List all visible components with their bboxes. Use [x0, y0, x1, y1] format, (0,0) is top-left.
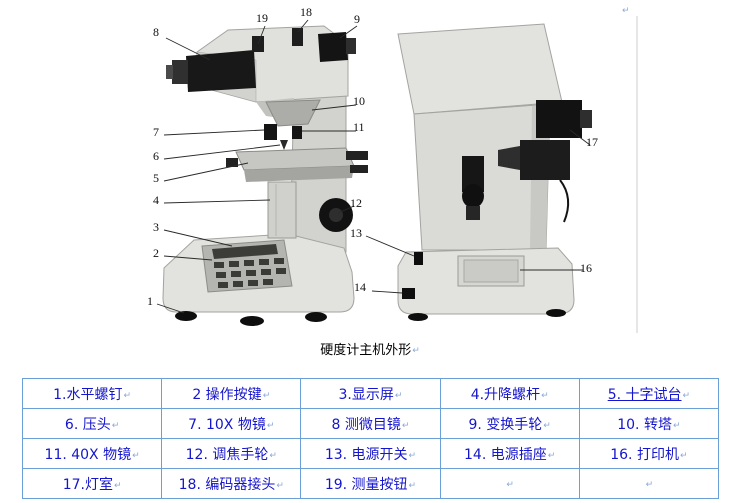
callout-7: 7 — [153, 125, 159, 139]
cell-paragraph-mark: ↵ — [682, 390, 691, 401]
cell-paragraph-mark: ↵ — [547, 450, 556, 461]
callout-1: 1 — [147, 294, 153, 308]
callout-18: 18 — [300, 5, 312, 19]
cell-paragraph-mark: ↵ — [394, 390, 403, 401]
parts-cell: ↵ — [439, 468, 580, 499]
figure-end-paragraph-mark: ↵ — [622, 6, 630, 16]
parts-cell: 3.显示屏↵ — [300, 378, 441, 409]
parts-cell-text: 5. 十字试台 — [607, 386, 682, 403]
table-row: 17.灯室↵ 18. 编码器接头↵ 19. 测量按钮↵ ↵ ↵ — [21, 468, 720, 499]
parts-cell-text: 14. 电源插座 — [464, 446, 547, 463]
cell-paragraph-mark: ↵ — [113, 480, 122, 491]
cell-paragraph-mark: ↵ — [541, 390, 549, 401]
parts-cell: 7. 10X 物镜↵ — [161, 408, 302, 439]
parts-cell: 16. 打印机↵ — [578, 438, 720, 469]
callout-4: 4 — [153, 193, 159, 207]
parts-cell: 12. 调焦手轮↵ — [161, 438, 302, 469]
parts-cell: 17.灯室↵ — [21, 468, 163, 499]
figure-caption-text: 硬度计主机外形 — [320, 343, 412, 358]
callout-14: 14 — [354, 280, 366, 294]
parts-cell-text: 19. 测量按钮 — [324, 476, 408, 493]
caption-paragraph-mark: ↵ — [412, 346, 420, 356]
cell-paragraph-mark: ↵ — [543, 420, 551, 431]
parts-cell: 2 操作按键↵ — [161, 378, 302, 409]
figure-caption: 硬度计主机外形↵ — [0, 339, 740, 358]
cell-paragraph-mark: ↵ — [111, 420, 120, 431]
front-view-machine — [162, 25, 368, 326]
cell-paragraph-mark: ↵ — [506, 479, 514, 490]
machine-illustration — [156, 16, 638, 333]
parts-cell-text: 13. 电源开关 — [324, 446, 408, 463]
parts-cell: 18. 编码器接头↵ — [161, 468, 302, 499]
callout-5: 5 — [153, 171, 159, 185]
cell-paragraph-mark: ↵ — [408, 480, 417, 491]
parts-cell-text: 1.水平螺钉 — [53, 386, 123, 403]
cell-paragraph-mark: ↵ — [269, 450, 277, 461]
parts-cell-text: 12. 调焦手轮 — [185, 446, 269, 463]
parts-cell: 1.水平螺钉↵ — [21, 378, 163, 409]
parts-cell-text: 9. 变换手轮 — [468, 416, 543, 433]
parts-cell: 9. 变换手轮↵ — [439, 408, 580, 439]
parts-cell: 14. 电源插座↵ — [439, 438, 580, 469]
parts-cell: 5. 十字试台↵ — [578, 378, 720, 409]
callout-13: 13 — [350, 226, 362, 240]
parts-cell: 6. 压头↵ — [21, 408, 163, 439]
callout-17: 17 — [586, 135, 598, 149]
cell-paragraph-mark: ↵ — [408, 450, 417, 461]
callout-10: 10 — [353, 94, 365, 108]
parts-cell-text: 10. 转塔 — [617, 416, 672, 433]
parts-cell-text: 4.升降螺杆 — [470, 386, 541, 403]
cell-paragraph-mark: ↵ — [266, 420, 275, 431]
callout-9: 9 — [354, 12, 360, 26]
cell-paragraph-mark: ↵ — [679, 450, 688, 461]
leader-lines — [156, 19, 591, 314]
cell-paragraph-mark: ↵ — [276, 480, 284, 491]
parts-cell: 10. 转塔↵ — [578, 408, 720, 439]
parts-cell-text: 11. 40X 物镜 — [44, 446, 132, 463]
parts-cell-text: 6. 压头 — [64, 416, 111, 433]
parts-cell-text: 7. 10X 物镜 — [188, 416, 266, 433]
parts-cell: 13. 电源开关↵ — [300, 438, 441, 469]
parts-cell-text: 8 测微目镜 — [331, 416, 401, 433]
cell-paragraph-mark: ↵ — [132, 450, 140, 461]
callout-19: 19 — [256, 11, 268, 25]
parts-cell: 11. 40X 物镜↵ — [21, 438, 163, 469]
rear-view-machine — [397, 16, 638, 333]
callout-6: 6 — [153, 149, 159, 163]
table-row: 1.水平螺钉↵ 2 操作按键↵ 3.显示屏↵ 4.升降螺杆↵ 5. 十字试台↵ — [21, 378, 720, 409]
callout-3: 3 — [153, 220, 159, 234]
parts-cell: ↵ — [578, 468, 720, 499]
callout-16: 16 — [580, 261, 592, 275]
callout-12: 12 — [350, 196, 362, 210]
parts-cell-text: 3.显示屏 — [338, 386, 394, 403]
cell-paragraph-mark: ↵ — [262, 390, 271, 401]
parts-cell-text: 16. 打印机 — [610, 446, 679, 463]
callout-2: 2 — [153, 246, 159, 260]
callout-11: 11 — [353, 120, 365, 134]
parts-cell-text: 2 操作按键 — [192, 386, 262, 403]
parts-cell: 8 测微目镜↵ — [300, 408, 441, 439]
cell-paragraph-mark: ↵ — [672, 420, 681, 431]
parts-cell-text: 18. 编码器接头 — [178, 476, 276, 493]
parts-table: 1.水平螺钉↵ 2 操作按键↵ 3.显示屏↵ 4.升降螺杆↵ 5. 十字试台↵ … — [21, 378, 720, 499]
parts-cell: 4.升降螺杆↵ — [439, 378, 580, 409]
cell-paragraph-mark: ↵ — [401, 420, 410, 431]
hardness-tester-figure: 8 19 18 9 10 11 7 6 5 4 3 2 1 12 13 14 1… — [147, 5, 638, 333]
table-row: 6. 压头↵ 7. 10X 物镜↵ 8 测微目镜↵ 9. 变换手轮↵ 10. 转… — [21, 408, 720, 439]
cell-paragraph-mark: ↵ — [645, 479, 654, 490]
parts-cell: 19. 测量按钮↵ — [300, 468, 441, 499]
cell-paragraph-mark: ↵ — [123, 390, 132, 401]
table-row: 11. 40X 物镜↵ 12. 调焦手轮↵ 13. 电源开关↵ 14. 电源插座… — [21, 438, 720, 469]
parts-cell-text: 17.灯室 — [62, 476, 113, 493]
callout-8: 8 — [153, 25, 159, 39]
